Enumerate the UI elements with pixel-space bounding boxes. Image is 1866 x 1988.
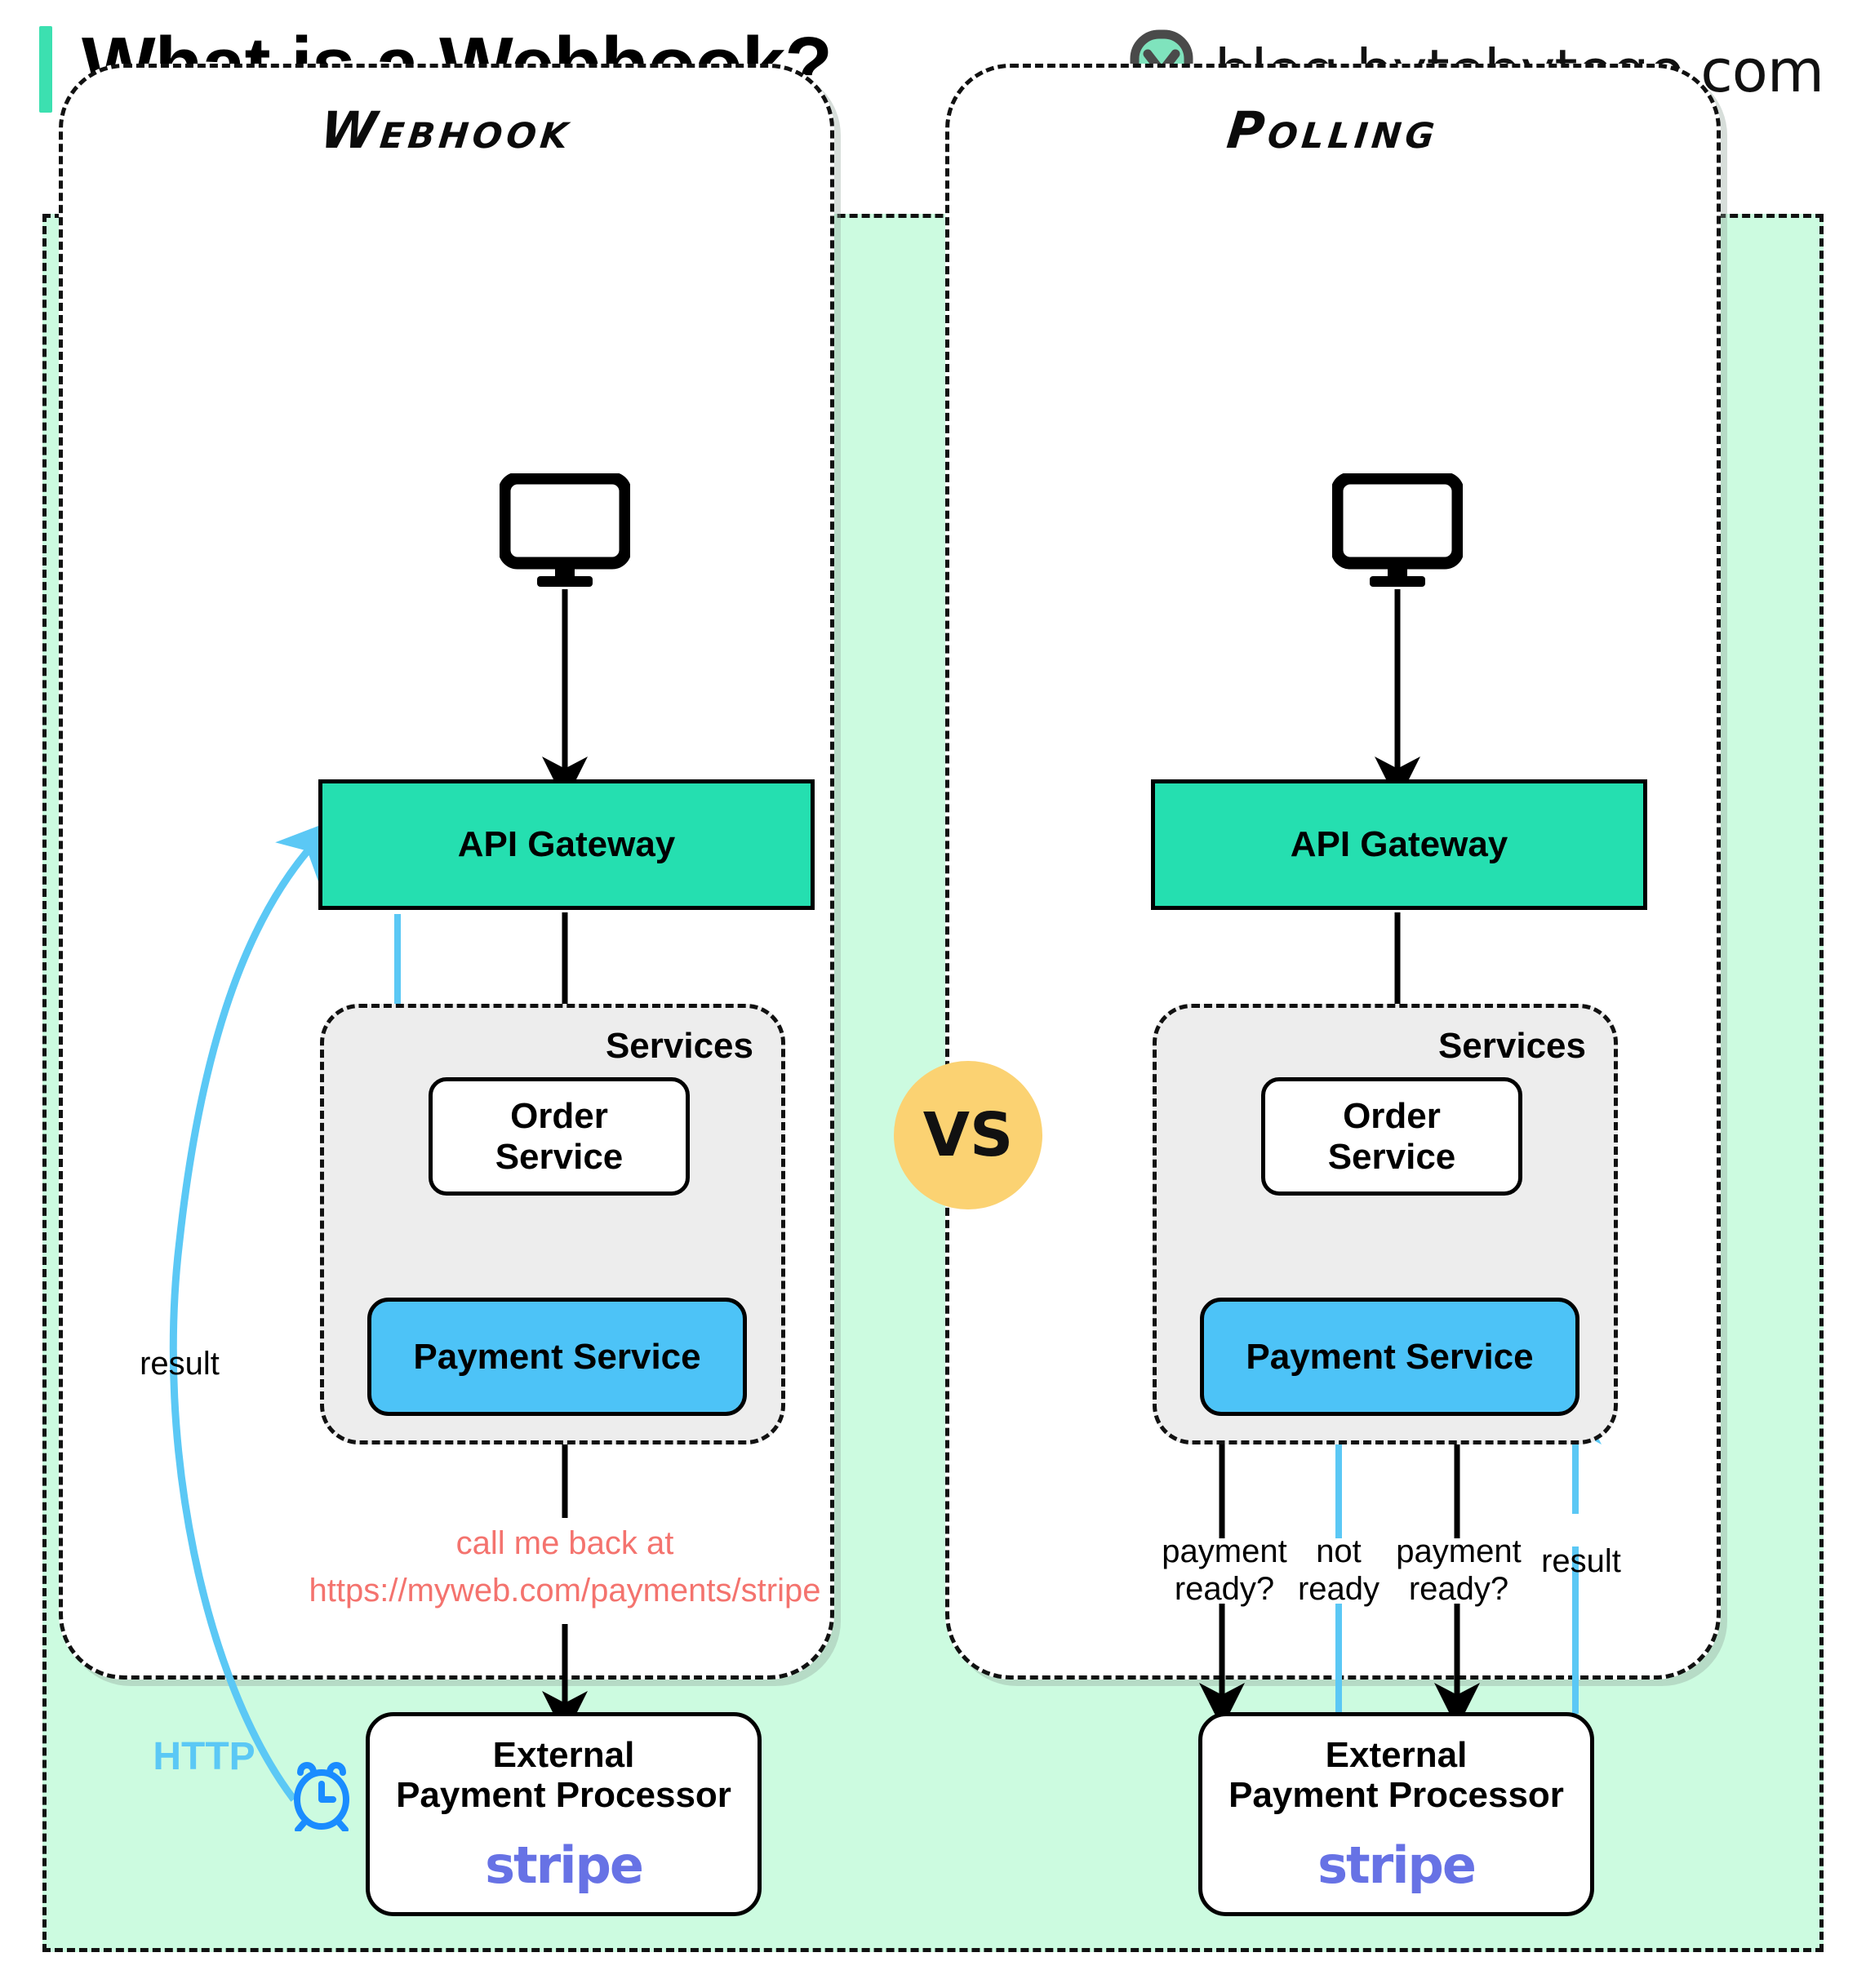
api-gateway-label: API Gateway (1290, 824, 1508, 864)
external-payment-processor-webhook[interactable]: External Payment Processor stripe (366, 1712, 762, 1916)
poll-label-payment-ready-2: payment ready? (1396, 1533, 1522, 1607)
callback-label-line1: call me back at (455, 1525, 674, 1561)
vs-badge-label: VS (922, 1100, 1014, 1170)
stripe-logo: stripe (485, 1835, 644, 1895)
http-label: HTTP (153, 1735, 255, 1778)
payment-service-label: Payment Service (1246, 1336, 1534, 1377)
payment-service-label: Payment Service (413, 1336, 701, 1377)
api-gateway-polling[interactable]: API Gateway (1151, 779, 1647, 910)
payment-service-webhook[interactable]: Payment Service (367, 1298, 747, 1416)
api-gateway-label: API Gateway (457, 824, 676, 864)
payment-service-polling[interactable]: Payment Service (1200, 1298, 1579, 1416)
order-service-webhook[interactable]: Order Service (429, 1077, 690, 1196)
processor-title: External Payment Processor (1228, 1735, 1564, 1816)
monitor-icon (498, 472, 632, 588)
column-heading-webhook: Webhook (318, 100, 575, 160)
poll-label-result: result (1541, 1543, 1621, 1579)
services-label: Services (1437, 1026, 1586, 1066)
stripe-logo: stripe (1317, 1835, 1477, 1895)
order-service-polling[interactable]: Order Service (1261, 1077, 1522, 1196)
order-service-label: Order Service (1327, 1096, 1456, 1177)
poll-label-not-ready: not ready (1297, 1533, 1380, 1607)
monitor-icon (1331, 472, 1464, 588)
vs-badge: VS (894, 1061, 1042, 1209)
result-label-webhook: result (140, 1346, 220, 1382)
callback-label-line2: https://myweb.com/payments/stripe (309, 1573, 821, 1609)
alarm-clock-icon (286, 1755, 358, 1833)
poll-label-payment-ready-1: payment ready? (1162, 1533, 1287, 1607)
api-gateway-webhook[interactable]: API Gateway (318, 779, 815, 910)
title-accent-bar (39, 26, 52, 113)
services-label: Services (605, 1026, 753, 1066)
processor-title: External Payment Processor (396, 1735, 731, 1816)
external-payment-processor-polling[interactable]: External Payment Processor stripe (1198, 1712, 1594, 1916)
order-service-label: Order Service (495, 1096, 624, 1177)
column-heading-polling: Polling (1224, 100, 1442, 160)
